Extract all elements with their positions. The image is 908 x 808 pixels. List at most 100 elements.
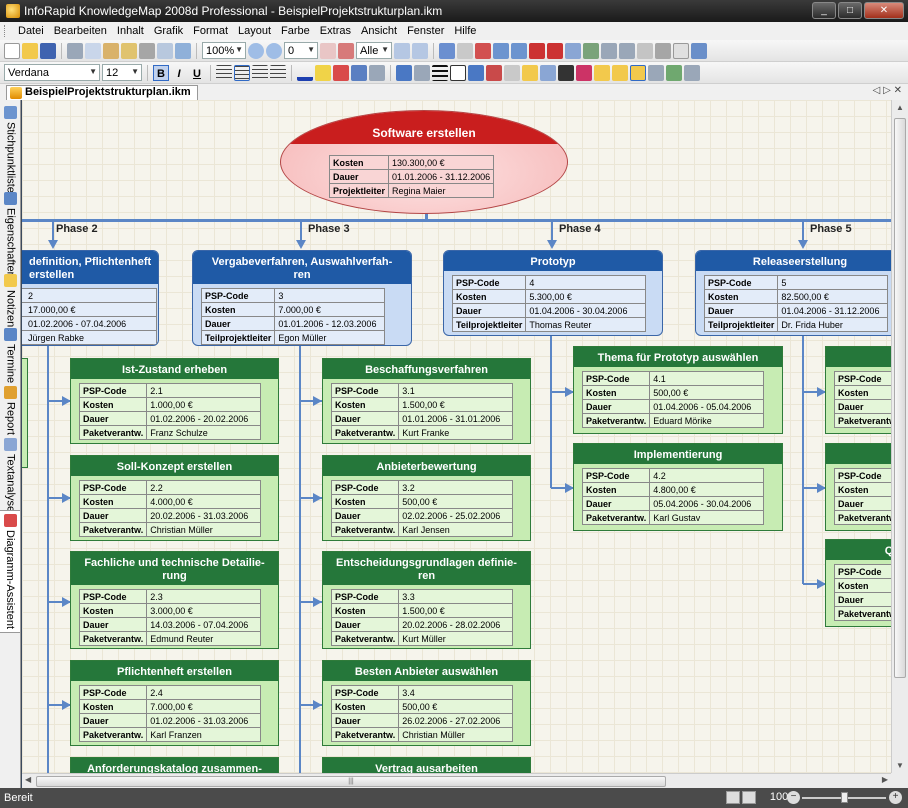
save-icon[interactable] xyxy=(40,42,56,59)
arrow-left-icon[interactable] xyxy=(394,42,410,59)
line-width-icon[interactable] xyxy=(432,64,448,81)
align-right-icon[interactable] xyxy=(252,64,268,81)
level-select[interactable]: 0▼ xyxy=(284,42,318,59)
menu-inhalt[interactable]: Inhalt xyxy=(116,25,144,37)
copy-icon[interactable] xyxy=(85,42,101,59)
line-arrow-icon[interactable] xyxy=(351,64,367,81)
bold-button[interactable]: B xyxy=(153,64,169,81)
cut-icon[interactable] xyxy=(67,42,83,59)
export-icon[interactable] xyxy=(619,42,635,59)
paint-bucket-icon[interactable] xyxy=(369,64,385,81)
delete-node-icon[interactable] xyxy=(529,42,545,59)
layout-horizontal-icon[interactable] xyxy=(522,64,538,81)
fill-color-icon[interactable] xyxy=(333,64,349,81)
preview-icon[interactable] xyxy=(157,42,173,59)
minimize-button[interactable]: _ xyxy=(812,2,836,19)
undo-icon[interactable] xyxy=(439,42,455,59)
menu-layout[interactable]: Layout xyxy=(238,25,272,37)
vertical-scroll-thumb[interactable] xyxy=(894,118,906,678)
zoom-out-icon[interactable] xyxy=(266,42,282,59)
menu-grafik[interactable]: Grafik xyxy=(153,25,184,37)
filter-select[interactable]: Alle▼ xyxy=(356,42,392,59)
zoom-out-button[interactable]: − xyxy=(787,791,800,804)
fill-icon[interactable] xyxy=(486,64,502,81)
menu-hilfe[interactable]: Hilfe xyxy=(454,25,477,37)
redo-icon[interactable] xyxy=(457,42,473,59)
menu-format[interactable]: Format xyxy=(193,25,229,37)
menu-farbe[interactable]: Farbe xyxy=(281,25,310,37)
align-nodes-icon[interactable] xyxy=(648,64,664,81)
sidetab-report[interactable]: Report xyxy=(0,386,21,435)
textbox-icon[interactable] xyxy=(450,64,466,81)
sidetab-eigenschaften[interactable]: Eigenschaften xyxy=(0,192,21,278)
font-size-select[interactable]: 12▼ xyxy=(102,64,142,81)
task-node[interactable]: Anforderungskatalog zusammen- xyxy=(70,757,279,773)
view-normal-icon[interactable] xyxy=(726,791,740,804)
menu-ansicht[interactable]: Ansicht xyxy=(360,25,398,37)
zoom-slider-knob[interactable] xyxy=(841,792,848,803)
task-node[interactable]: Vertrag ausarbeiten xyxy=(322,757,531,773)
vertical-scrollbar[interactable]: ▲ ▼ xyxy=(891,100,908,773)
box-style-icon[interactable] xyxy=(396,64,412,81)
maximize-button[interactable]: □ xyxy=(838,2,862,19)
highlight-icon[interactable] xyxy=(315,64,331,81)
italic-button[interactable]: I xyxy=(177,67,181,80)
table-icon[interactable] xyxy=(601,42,617,59)
scroll-left-icon[interactable]: ◀ xyxy=(25,775,32,784)
scroll-right-icon[interactable]: ▶ xyxy=(881,775,888,784)
menu-fenster[interactable]: Fenster xyxy=(407,25,445,37)
font-color-icon[interactable] xyxy=(297,64,313,81)
menu-bearbeiten[interactable]: Bearbeiten xyxy=(53,25,107,37)
horizontal-scrollbar[interactable]: ◀ ||| ▶ xyxy=(22,773,891,788)
zoom-in-button[interactable]: + xyxy=(889,791,902,804)
shape-icon[interactable] xyxy=(468,64,484,81)
scroll-down-icon[interactable]: ▼ xyxy=(896,761,904,770)
monitor-icon[interactable] xyxy=(691,42,707,59)
align-center-icon[interactable] xyxy=(234,64,250,81)
delete-branch-icon[interactable] xyxy=(547,42,563,59)
paste-icon[interactable] xyxy=(103,42,119,59)
sidetab-notizen[interactable]: Notizen xyxy=(0,274,21,327)
printer-icon[interactable] xyxy=(655,42,671,59)
task-node[interactable]: B PSP-Code Kosten Dauer Paketverantw. xyxy=(825,443,891,531)
close-button[interactable]: ✕ xyxy=(864,2,904,19)
database-icon[interactable] xyxy=(583,42,599,59)
collapse-icon[interactable] xyxy=(338,42,354,59)
image-icon[interactable] xyxy=(637,42,653,59)
phase-node[interactable]: Vergabeverfahren, Auswahlverfah- ren PSP… xyxy=(192,250,412,346)
horizontal-scroll-thumb[interactable]: ||| xyxy=(36,776,666,787)
page-setup-icon[interactable] xyxy=(673,42,689,59)
tab-navigation[interactable]: ◁ ▷ ✕ xyxy=(872,85,902,96)
diagram-canvas[interactable]: Phase 2 Phase 3 Phase 4 Phase 5 Software… xyxy=(22,100,891,773)
menu-extras[interactable]: Extras xyxy=(319,25,351,37)
sidetab-stichpunktliste[interactable]: Stichpunktliste xyxy=(0,106,21,193)
underline-button[interactable]: U xyxy=(193,67,201,80)
phase-node[interactable]: definition, Pflichtenheft erstellen 2 17… xyxy=(22,250,159,346)
link-icon[interactable] xyxy=(475,42,491,59)
sidetab-textanalyse[interactable]: Textanalyse xyxy=(0,438,21,512)
task-node[interactable]: Fachliche und technische Detailie- rung … xyxy=(70,551,279,649)
print-icon[interactable] xyxy=(139,42,155,59)
connector-icon[interactable] xyxy=(504,64,520,81)
sidetab-diagramm-assistent[interactable]: Diagramm-Assistent xyxy=(0,510,21,634)
tree-layout-icon[interactable] xyxy=(540,64,556,81)
new-file-icon[interactable] xyxy=(4,42,20,59)
open-folder-icon[interactable] xyxy=(22,42,38,59)
zoom-select[interactable]: 100%▼ xyxy=(202,42,246,59)
line-style-icon[interactable] xyxy=(414,64,430,81)
task-node-partial[interactable] xyxy=(22,358,28,468)
properties-icon[interactable] xyxy=(565,42,581,59)
hierarchy-icon[interactable] xyxy=(493,42,509,59)
view-page-icon[interactable] xyxy=(742,791,756,804)
sidetab-termine[interactable]: Termine xyxy=(0,328,21,383)
